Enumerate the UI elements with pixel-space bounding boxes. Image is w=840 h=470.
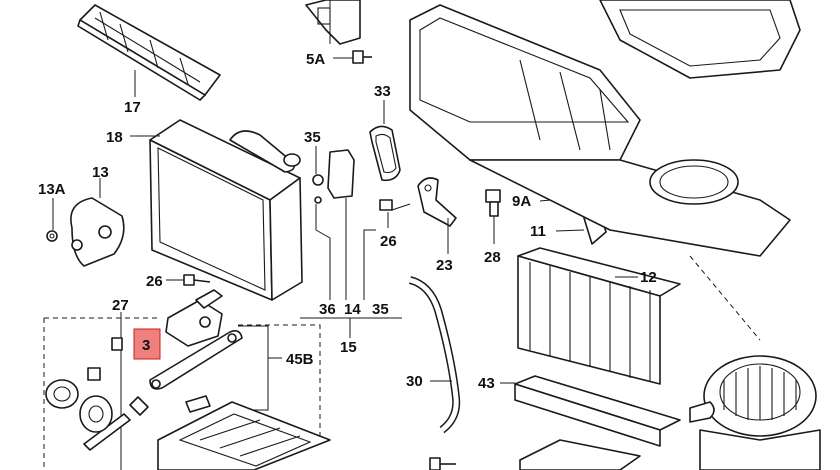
linkage-27	[83, 312, 149, 470]
expansion-valve-35	[312, 146, 376, 300]
hose-30	[408, 276, 461, 434]
label-17: 17	[124, 99, 141, 116]
hvac-housing	[409, 0, 801, 341]
label-23: 23	[436, 257, 453, 274]
label-14: 14	[344, 301, 361, 318]
label-30: 30	[406, 373, 423, 390]
flap-housing	[157, 324, 331, 470]
part-3-highlight	[133, 328, 161, 360]
label-35-bottom: 35	[372, 301, 389, 318]
label-45b: 45B	[286, 351, 314, 368]
label-15: 15	[340, 339, 357, 356]
label-28: 28	[484, 249, 501, 266]
label-26-right: 26	[380, 233, 397, 250]
heater-core-17	[77, 4, 221, 101]
label-43: 43	[478, 375, 495, 392]
label-27: 27	[112, 297, 129, 314]
label-26-left: 26	[146, 273, 163, 290]
bracket-23	[379, 177, 457, 254]
label-13a: 13A	[38, 181, 66, 198]
label-12: 12	[640, 269, 657, 286]
label-9a: 9A	[512, 193, 531, 210]
bracket-5a	[305, 0, 372, 64]
screw-26-left	[166, 274, 211, 286]
filter-12	[517, 247, 681, 385]
label-18: 18	[106, 129, 123, 146]
label-13: 13	[92, 164, 109, 181]
valve-group-15	[300, 317, 402, 338]
servo-motor-3	[149, 289, 282, 413]
label-3: 3	[142, 337, 150, 354]
label-5a: 5A	[306, 51, 325, 68]
label-36: 36	[319, 301, 336, 318]
seal-33	[369, 100, 401, 182]
evaporator-18	[130, 119, 303, 301]
gear-assembly	[43, 317, 160, 470]
filter-frame-43	[500, 375, 681, 447]
label-33: 33	[374, 83, 391, 100]
blower-motor	[519, 355, 821, 470]
label-11: 11	[530, 223, 546, 240]
label-35-top: 35	[304, 129, 321, 146]
sensor-28	[485, 189, 501, 244]
actuator-13	[46, 178, 125, 267]
screw-bottom	[429, 457, 456, 470]
